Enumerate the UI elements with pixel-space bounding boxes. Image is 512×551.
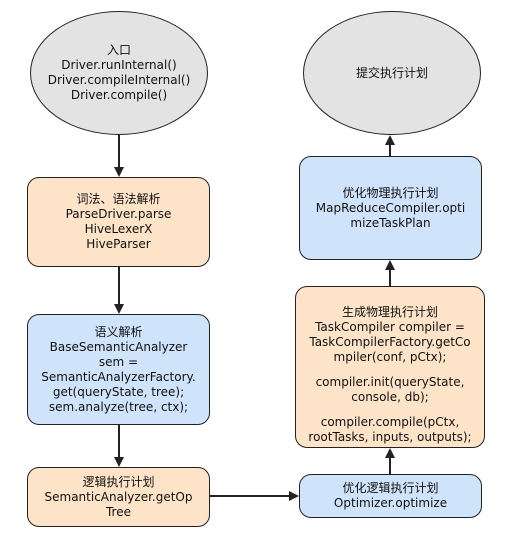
node-text-line: rootTasks, inputs, outputs); bbox=[308, 430, 472, 444]
node-text-line: ParseDriver.parse bbox=[65, 207, 172, 221]
node-text-line: mpiler(conf, pCtx); bbox=[333, 350, 447, 364]
node-text-line: SemanticAnalyzerFactory. bbox=[41, 369, 196, 384]
node-text-line: SemanticAnalyzer.getOp bbox=[44, 489, 193, 504]
node-text-line: compiler.compile(pCtx, bbox=[320, 415, 460, 429]
node-text-line: Optimizer.optimize bbox=[333, 496, 448, 510]
node-title: 逻辑执行计划 bbox=[82, 474, 155, 489]
node-text-line: console, db); bbox=[351, 390, 429, 404]
node-text-line: BaseSemanticAnalyzer bbox=[49, 339, 188, 354]
node-title: 入口 bbox=[106, 43, 131, 57]
node-title: 优化物理执行计划 bbox=[342, 185, 439, 200]
node-text-line: get(queryState, tree); bbox=[52, 384, 185, 399]
node-title: 语义解析 bbox=[94, 324, 143, 339]
node-text-line: Tree bbox=[105, 504, 131, 519]
submit-plan-node: 提交执行计划 bbox=[303, 11, 481, 135]
node-title: 词法、语法解析 bbox=[76, 192, 161, 206]
node-title: 优化逻辑执行计划 bbox=[342, 481, 439, 495]
node-text-line: MapReduceCompiler.opti bbox=[315, 200, 466, 215]
node-text-line: HiveLexerX bbox=[84, 222, 153, 236]
node-text-line: sem = bbox=[98, 354, 139, 369]
node-title: 提交执行计划 bbox=[355, 65, 428, 80]
node-text-line: HiveParser bbox=[86, 237, 151, 251]
node-text-line: compiler.init(queryState, bbox=[315, 375, 465, 389]
node-text-line: mizeTaskPlan bbox=[350, 215, 431, 230]
node-text-line: sem.analyze(tree, ctx); bbox=[48, 399, 189, 414]
node-text-line: Driver.runInternal() bbox=[61, 58, 177, 72]
node-text-line: TaskCompilerFactory.getCo bbox=[309, 335, 471, 349]
node-text-line: Driver.compile() bbox=[70, 88, 168, 102]
node-title: 生成物理执行计划 bbox=[341, 305, 438, 319]
node-text-line: TaskCompiler compiler = bbox=[315, 320, 465, 334]
node-text-line: Driver.compileInternal() bbox=[47, 73, 191, 87]
